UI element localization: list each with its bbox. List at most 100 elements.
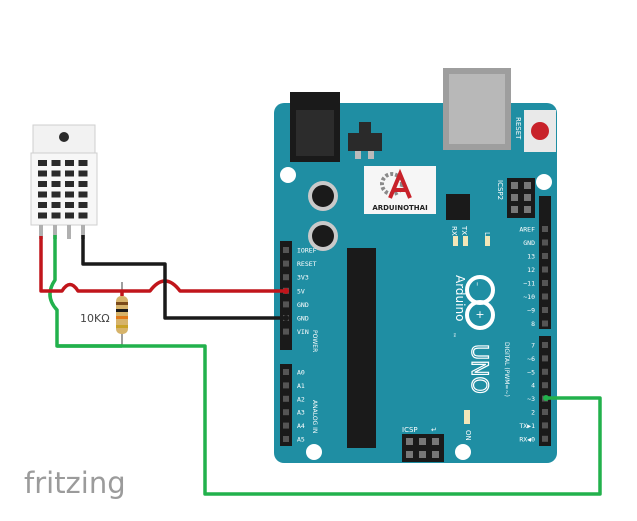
sensor-vent xyxy=(78,212,88,219)
digital-pin[interactable] xyxy=(542,266,548,273)
power-pin[interactable] xyxy=(283,274,289,281)
sensor-vent xyxy=(51,170,61,177)
digital-pin[interactable] xyxy=(542,342,548,348)
analog-pin[interactable] xyxy=(283,422,289,429)
digital-group-label: DIGITAL (PWM=~) xyxy=(503,342,510,397)
sensor-vent xyxy=(78,202,88,208)
digital-pin-label: ~5 xyxy=(527,368,535,376)
power-pin-label: IOREF xyxy=(297,247,317,255)
sensor-vent xyxy=(51,212,61,219)
sensor-vent xyxy=(78,181,88,187)
sensor-vent xyxy=(65,202,74,208)
voltage-regulator xyxy=(348,133,382,151)
digital-pin-label: 2 xyxy=(531,409,535,417)
mounting-hole xyxy=(306,444,322,460)
wire-red-3v3 xyxy=(39,236,286,293)
analog-header xyxy=(280,364,292,446)
on-label: ON xyxy=(464,430,472,441)
digital-pin[interactable] xyxy=(542,253,548,259)
analog-pin[interactable] xyxy=(283,409,289,416)
digital-pin[interactable] xyxy=(542,293,548,300)
digital-pin-label: ~3 xyxy=(527,395,535,403)
resistor-label: 10KΩ xyxy=(80,312,110,325)
resistor-body xyxy=(116,296,128,334)
analog-pin[interactable] xyxy=(283,436,289,442)
sensor-vent xyxy=(38,170,47,177)
sensor-vent xyxy=(38,181,47,187)
digital-pin-label: ~10 xyxy=(523,293,535,301)
sensor-vent xyxy=(78,191,88,198)
digital-pin-label: 7 xyxy=(531,342,535,350)
digital-pin-label: ~11 xyxy=(523,280,535,288)
power-pin-label: 5V xyxy=(297,287,305,295)
svg-text:↵: ↵ xyxy=(431,426,437,434)
power-pin-label: RESET xyxy=(297,260,317,268)
analog-pin-label: A3 xyxy=(297,409,305,417)
sensor-vent xyxy=(38,202,47,208)
analog-pin-label: A2 xyxy=(297,395,305,403)
sensor-vent xyxy=(65,191,74,198)
digital-pin[interactable] xyxy=(542,409,548,415)
digital-pin[interactable] xyxy=(542,382,548,389)
digital-pin[interactable] xyxy=(542,239,548,246)
power-header xyxy=(280,241,292,350)
analog-pin-label: A1 xyxy=(297,382,305,390)
analog-pin-label: A0 xyxy=(297,369,305,377)
digital-pin-label: TX▶1 xyxy=(519,422,535,430)
power-pin[interactable] xyxy=(283,247,289,253)
analog-pin[interactable] xyxy=(283,395,289,402)
power-pin[interactable] xyxy=(283,260,289,267)
digital-pin[interactable] xyxy=(542,226,548,232)
reset-button[interactable] xyxy=(531,122,549,140)
analog-pin[interactable] xyxy=(283,382,289,389)
arduino-infinity-logo xyxy=(465,275,495,330)
digital-pin[interactable] xyxy=(542,320,548,327)
svg-text:–: – xyxy=(473,282,482,286)
reset-label: RESET xyxy=(514,117,522,140)
digital-pin[interactable] xyxy=(542,307,548,313)
digital-pin[interactable] xyxy=(542,280,548,286)
tx-label: TX xyxy=(460,225,468,235)
digital-pin-label: 12 xyxy=(527,266,535,274)
sensor-vent xyxy=(65,181,74,187)
power-pin-label: VIN xyxy=(297,328,309,336)
digital-pin[interactable] xyxy=(542,422,548,429)
analog-pin[interactable] xyxy=(283,369,289,375)
l-led xyxy=(485,236,490,246)
sensor-vent xyxy=(38,160,47,166)
analog-group-label: ANALOG IN xyxy=(311,400,318,433)
power-pin-label: GND xyxy=(297,301,309,309)
sensor-vent xyxy=(65,212,74,219)
digital-pin-label: 4 xyxy=(531,382,535,390)
usb-chip xyxy=(446,194,470,220)
svg-text:+: + xyxy=(475,308,484,321)
atmega-chip xyxy=(347,248,376,448)
analog-pin-label: A4 xyxy=(297,422,305,430)
digital-pin-label: ~9 xyxy=(527,307,535,315)
sensor-vent xyxy=(51,181,61,187)
sensor-vent xyxy=(65,160,74,166)
icsp2-label: ICSP2 xyxy=(496,180,504,200)
digital-pin[interactable] xyxy=(542,355,548,362)
power-pin-label: 3V3 xyxy=(297,274,309,282)
sensor-vent xyxy=(51,191,61,198)
trademark-label: ™ xyxy=(449,332,456,338)
power-pin[interactable] xyxy=(283,301,289,308)
sensor-vent xyxy=(78,170,88,177)
rx-led xyxy=(453,236,458,246)
sensor-pins xyxy=(39,225,85,239)
tx-led xyxy=(463,236,468,246)
digital-pin-label: AREF xyxy=(519,226,535,234)
l-label: L xyxy=(483,232,491,236)
sensor-vent xyxy=(65,170,74,177)
digital-pin[interactable] xyxy=(542,435,548,442)
arduino-wordmark: Arduino xyxy=(453,275,467,321)
power-pin[interactable] xyxy=(283,328,289,335)
sensor-mount-hole xyxy=(59,132,69,142)
wires xyxy=(39,235,602,496)
on-led xyxy=(464,410,470,424)
digital-pin[interactable] xyxy=(542,368,548,375)
sensor-vent xyxy=(78,160,88,166)
mounting-hole xyxy=(455,444,471,460)
